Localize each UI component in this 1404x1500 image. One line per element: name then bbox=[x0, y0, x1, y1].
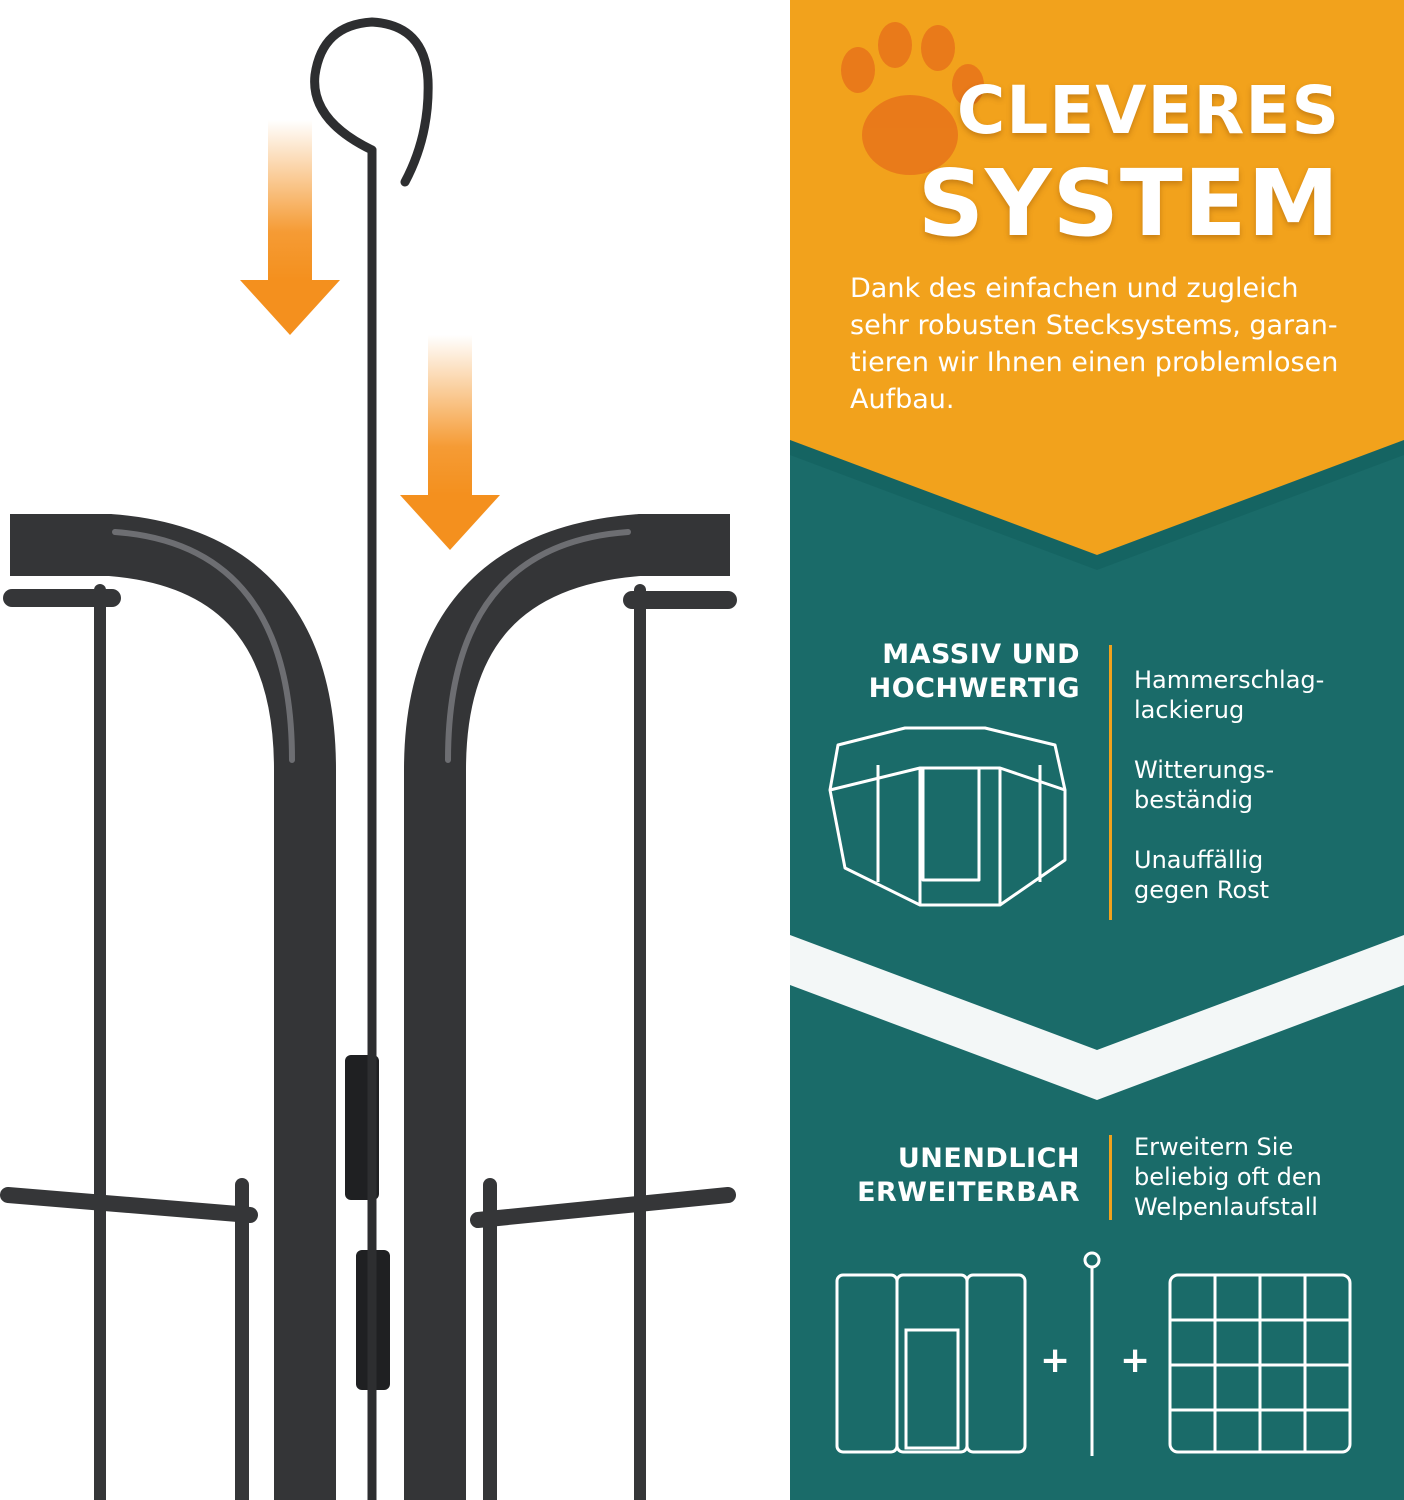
intro-line: tieren wir Ihnen einen problemlosen bbox=[850, 347, 1339, 378]
product-photo bbox=[0, 17, 737, 1500]
info-panel: CLEVERES SYSTEM Dank des einfachen und z… bbox=[790, 0, 1404, 1500]
panel-background bbox=[790, 0, 1404, 1456]
playpen-icon bbox=[828, 726, 1067, 907]
feature-item: Witterungs- beständig bbox=[1134, 756, 1275, 814]
plus-sign: + bbox=[1040, 1340, 1071, 1381]
feature-extend-heading: UNENDLICH ERWEITERBAR bbox=[857, 1143, 1080, 1208]
divider-line bbox=[1109, 1135, 1112, 1220]
divider-line bbox=[1109, 645, 1112, 920]
fence-panel-icon bbox=[1168, 1273, 1352, 1454]
intro-line: Aufbau. bbox=[850, 384, 955, 415]
intro-line: sehr robusten Stecksystems, garan- bbox=[850, 310, 1338, 341]
connector-pin bbox=[310, 17, 433, 1500]
intro-line: Dank des einfachen und zugleich bbox=[850, 273, 1299, 304]
plus-sign: + bbox=[1120, 1340, 1151, 1381]
gate-panel-icon bbox=[835, 1273, 1027, 1454]
feature-extend-description: Erweitern Sie beliebig oft den Welpenlau… bbox=[1134, 1133, 1322, 1221]
arrow-down-icon bbox=[400, 335, 500, 550]
arrow-down-icon bbox=[240, 120, 340, 335]
feature-item: Unauffällig gegen Rost bbox=[1134, 846, 1270, 904]
intro-text: Dank des einfachen und zugleich sehr rob… bbox=[850, 270, 1370, 418]
headline-line-2: SYSTEM bbox=[917, 150, 1340, 257]
connector-pin-icon bbox=[1083, 1251, 1101, 1456]
fence-frame bbox=[0, 514, 737, 1500]
feature-quality-heading: MASSIV UND HOCHWERTIG bbox=[868, 639, 1080, 704]
feature-item: Hammerschlag- lackierug bbox=[1134, 666, 1325, 724]
headline-line-1: CLEVERES bbox=[956, 72, 1340, 149]
paw-print-icon bbox=[841, 22, 984, 175]
